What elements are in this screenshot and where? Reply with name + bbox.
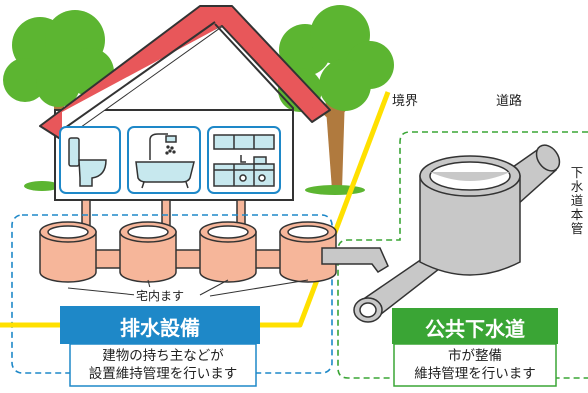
toilet-icon — [68, 137, 107, 187]
private-area-border — [11, 214, 333, 374]
public-area-border — [337, 131, 588, 379]
boundary-label: 境界 — [392, 94, 419, 109]
basin-connector-pipes — [87, 249, 289, 269]
public-box-line2: 維持管理を行います — [396, 365, 554, 383]
basin-3 — [199, 221, 257, 283]
bathtub-shower-icon — [135, 133, 195, 189]
main-sewer — [419, 144, 561, 276]
private-box-line1: 建物の持ち主などが — [72, 347, 254, 365]
private-box-line2: 設置維持管理を行います — [72, 365, 254, 383]
kitchen-panel — [207, 126, 281, 194]
bath-panel — [127, 126, 201, 194]
road-label: 道路 — [496, 94, 523, 109]
public-box-line1: 市が整備 — [396, 347, 554, 365]
basin-label-pointers — [67, 279, 309, 297]
toilet-panel — [59, 126, 121, 194]
in-house-basin-label: 宅内ます — [134, 287, 187, 304]
private-box-header — [60, 306, 260, 344]
main-sewer-label: 下水道本管 — [570, 165, 584, 236]
basin-1 — [39, 221, 97, 283]
public-box-header — [392, 308, 558, 344]
public-box-title: 公共下水道 — [425, 317, 525, 341]
left-tree — [3, 10, 114, 175]
ground-left — [24, 181, 60, 191]
basins — [39, 221, 337, 283]
basin-4 — [279, 221, 337, 283]
private-box-title: 排水設備 — [120, 316, 200, 340]
ground-right — [305, 185, 365, 195]
basin-2 — [119, 221, 177, 283]
kitchen-icon — [213, 134, 275, 187]
